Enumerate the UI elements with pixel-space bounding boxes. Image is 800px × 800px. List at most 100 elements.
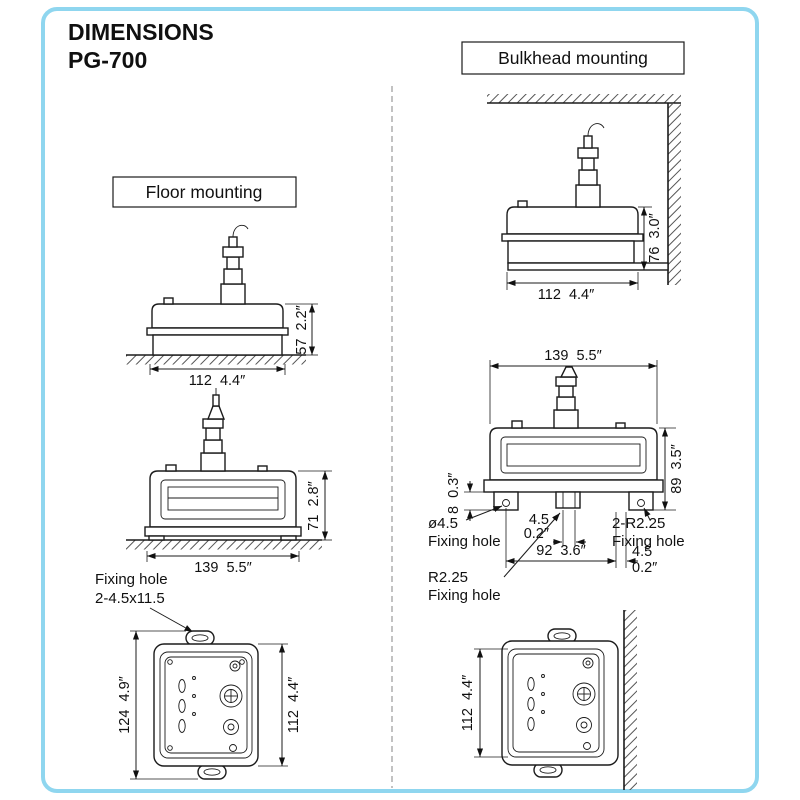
bottom-mounting-tab xyxy=(197,764,227,780)
mounting-bracket xyxy=(507,262,669,271)
device-front-body xyxy=(144,464,302,541)
led-slot xyxy=(527,677,535,691)
bulkhead-front-view: 139 5.5″ 89 3.5 xyxy=(428,348,685,604)
dim-bulkhead-front-height: 89 3.5″ xyxy=(653,427,685,511)
dim-bulkhead-panel-height: 112 4.4″ xyxy=(460,648,508,758)
panel-body xyxy=(501,640,619,766)
dim-center-tab-width: 4.5 0.2″ xyxy=(524,510,586,546)
dim-text-89: 89 3.5″ xyxy=(669,444,685,493)
note-corner-radius: 2-R2.25 Fixing hole xyxy=(612,507,685,550)
led-slot xyxy=(527,697,535,711)
hole-dia-text: ø4.5 xyxy=(428,515,458,532)
top-screw xyxy=(257,465,268,472)
connector xyxy=(200,388,226,472)
bulkhead-section-label: Bulkhead mounting xyxy=(461,41,685,75)
mid-knob xyxy=(223,719,239,735)
tab-mm-text: 4.5 xyxy=(529,512,549,528)
fixing-hole-note: Fixing hole 2-4.5x11.5 xyxy=(95,571,194,633)
gland-knob xyxy=(219,684,243,708)
device-front-body xyxy=(483,420,664,511)
dim-bulkhead-foot-height: 8 0.3″ xyxy=(446,473,494,521)
corner-radius-text: 2-R2.25 xyxy=(612,515,665,532)
led-slot xyxy=(178,719,186,733)
dim-bulkhead-side-width: 112 4.4″ xyxy=(506,272,639,303)
dim-floor-front-width: 139 5.5″ xyxy=(146,551,300,576)
device-side-body xyxy=(146,297,289,356)
floor-bottom-view: 124 4.9″ 112 4.4″ xyxy=(117,630,302,780)
dim-text-92: 92 3.6″ xyxy=(536,543,585,559)
top-screw xyxy=(165,464,177,472)
device-side-body xyxy=(501,200,669,271)
page-border xyxy=(41,7,759,793)
small-connector xyxy=(582,657,594,669)
connector-tip xyxy=(206,405,226,420)
note-leader xyxy=(149,607,194,633)
left-foot xyxy=(148,535,165,541)
flange xyxy=(483,479,664,493)
right-fixing-hole xyxy=(637,499,645,507)
dim-text-139: 139 5.5″ xyxy=(194,560,252,576)
dim-floor-panel-outer-height: 124 4.9″ xyxy=(117,630,198,780)
bulkhead-bottom-view: 112 4.4″ xyxy=(460,610,637,790)
connector-tip xyxy=(559,366,579,378)
bulkhead-side-view: 76 3.0″ 112 4.4″ xyxy=(487,94,681,303)
note-hole-dia: ø4.5 Fixing hole xyxy=(428,505,503,550)
corner-screw xyxy=(167,745,173,751)
dim-floor-front-height: 71 2.8″ xyxy=(298,470,332,541)
dim-text-112: 112 4.4″ xyxy=(189,373,245,389)
dim-floor-panel-inner-height: 112 4.4″ xyxy=(258,643,302,767)
dim-bulkhead-side-height: 76 3.0″ xyxy=(638,206,663,270)
note-line2: 2-4.5x11.5 xyxy=(95,590,165,607)
small-knob xyxy=(229,744,237,752)
top-screw xyxy=(615,422,626,429)
ground-hatch xyxy=(126,355,306,365)
corner-screw xyxy=(167,659,173,665)
bulkhead-label-text: Bulkhead mounting xyxy=(498,48,648,68)
dim-text-124: 124 4.9″ xyxy=(117,676,133,734)
gland-knob xyxy=(572,682,596,706)
dim-text-76: 76 3.0″ xyxy=(647,213,663,262)
tab-in-text: 0.2″ xyxy=(524,526,549,542)
top-screw xyxy=(517,200,528,208)
bottom-tab-hole xyxy=(539,766,557,774)
right-bracket-foot xyxy=(628,491,654,511)
title-block: DIMENSIONS PG-700 xyxy=(68,19,214,73)
wall-hatch xyxy=(668,103,681,285)
floor-label-text: Floor mounting xyxy=(146,182,263,202)
dim-text-71: 71 2.8″ xyxy=(306,481,322,530)
dim-text-8: 8 0.3″ xyxy=(446,473,462,514)
cable-gland xyxy=(220,224,249,305)
center-tab xyxy=(555,491,581,509)
floor-side-view: 57 2.2″ 112 4.4″ xyxy=(126,224,318,389)
led-slot xyxy=(178,699,186,713)
cable xyxy=(587,123,605,137)
floor-front-view: 71 2.8″ 139 5.5″ xyxy=(126,388,332,576)
leader xyxy=(643,507,651,521)
center-radius-text: R2.25 xyxy=(428,569,468,586)
dim-floor-side-width: 112 4.4″ xyxy=(149,364,286,389)
dim-bulkhead-front-width: 139 5.5″ xyxy=(489,348,658,424)
connector xyxy=(553,366,579,429)
offset-mm-text: 4.5 xyxy=(632,544,652,560)
top-tab-hole xyxy=(191,634,209,642)
dim-hole-span: 92 3.6″ xyxy=(505,508,617,568)
mid-knob xyxy=(576,717,592,733)
top-tab-hole xyxy=(553,632,571,640)
led-slot xyxy=(178,679,186,693)
top-screw xyxy=(163,297,174,305)
leader xyxy=(503,512,561,578)
dim-text-112d: 112 4.4″ xyxy=(460,675,476,731)
cable xyxy=(232,224,249,238)
ceiling-hatch xyxy=(487,94,681,103)
flange xyxy=(144,526,302,537)
dim-text-139b: 139 5.5″ xyxy=(544,348,602,364)
left-fixing-hole xyxy=(502,499,510,507)
dim-text-57: 57 2.2″ xyxy=(294,305,310,354)
top-screw xyxy=(511,420,523,429)
corner-screw xyxy=(239,659,245,665)
leader xyxy=(465,505,503,521)
note-center-radius: R2.25 Fixing hole xyxy=(428,512,561,604)
dim-hole-offset: 4.5 0.2″ xyxy=(625,512,657,576)
